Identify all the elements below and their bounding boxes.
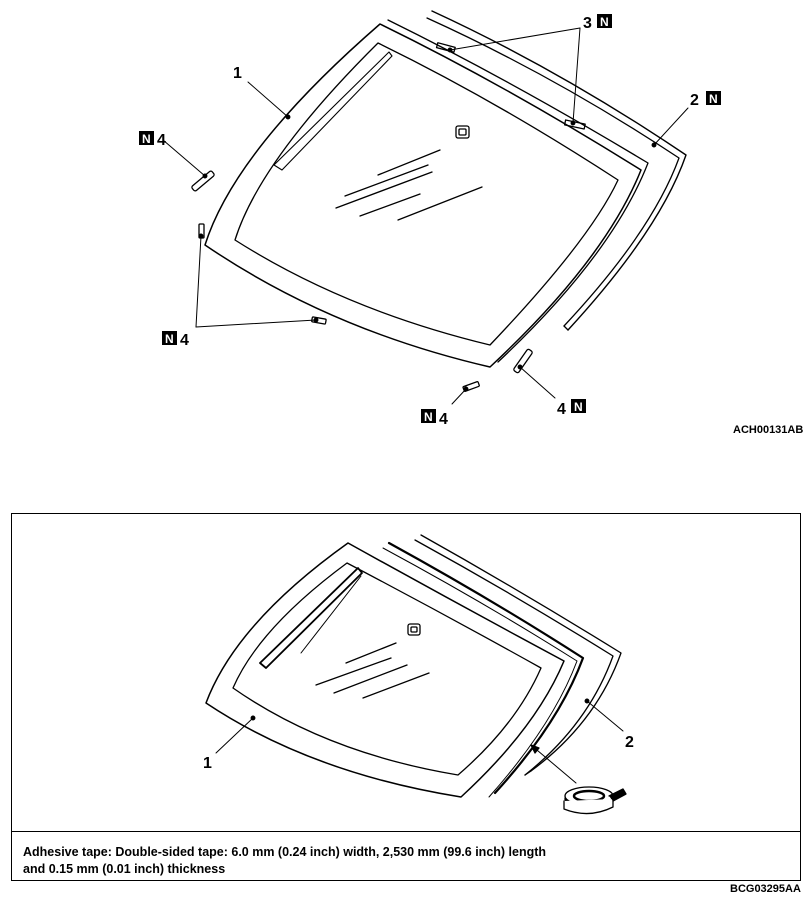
svg-text:N: N xyxy=(165,332,174,346)
windshield-molding-inner-edge xyxy=(426,17,680,327)
mirror-mount xyxy=(455,125,470,139)
windshield-ceramic-band xyxy=(234,42,619,346)
svg-text:N: N xyxy=(574,400,583,414)
windshield-molding xyxy=(431,10,687,331)
clip-4c xyxy=(311,316,327,325)
figure-code: BCG03295AA xyxy=(730,883,801,895)
adhesive-tape-caption: Adhesive tape: Double-sided tape: 6.0 mm… xyxy=(11,831,801,881)
label-part-4: 4 xyxy=(439,411,448,428)
svg-text:N: N xyxy=(424,410,433,424)
caption-line-1: Adhesive tape: Double-sided tape: 6.0 mm… xyxy=(23,845,547,859)
new-part-mark xyxy=(571,399,586,413)
mirror-mount xyxy=(407,623,421,636)
label-part-1: 1 xyxy=(233,65,242,82)
spacer-3a xyxy=(435,42,456,53)
windshield-tape-diagram: 1 2 xyxy=(203,534,634,815)
svg-text:N: N xyxy=(709,92,718,106)
dam-strip xyxy=(259,567,363,669)
spacer-3b xyxy=(563,119,586,130)
windshield-glass-edge xyxy=(387,19,649,363)
new-part-mark xyxy=(139,131,154,145)
adhesive-tape-roll xyxy=(563,786,627,815)
svg-text:N: N xyxy=(600,15,609,29)
label-part-4: 4 xyxy=(557,401,566,418)
svg-text:N: N xyxy=(142,132,151,146)
clip-4a xyxy=(191,170,215,192)
dam-strip xyxy=(273,51,393,171)
exploded-windshield-diagram: 1 2 N 3 N N 4 N 4 4 N N 4 xyxy=(139,10,721,428)
label-part-1: 1 xyxy=(203,755,212,772)
new-part-mark xyxy=(421,409,436,423)
new-part-mark xyxy=(597,14,612,28)
new-part-mark xyxy=(162,331,177,345)
label-part-2: 2 xyxy=(690,92,699,109)
label-part-2: 2 xyxy=(625,734,634,751)
adhesive-tape-strip xyxy=(387,541,585,795)
windshield-glass-outer xyxy=(204,23,642,368)
adhesive-tape-panel xyxy=(11,513,801,881)
caption-line-2: and 0.15 mm (0.01 inch) thickness xyxy=(23,862,226,876)
new-part-mark xyxy=(706,91,721,105)
windshield-glass-outer xyxy=(205,542,565,798)
windshield-ceramic-band xyxy=(232,562,542,776)
label-part-3: 3 xyxy=(583,15,592,32)
label-part-4: 4 xyxy=(180,332,189,349)
figure-code: ACH00131AB xyxy=(733,424,804,436)
clip-4d xyxy=(513,348,533,374)
windshield-molding xyxy=(420,534,622,772)
label-part-4: 4 xyxy=(157,132,166,149)
